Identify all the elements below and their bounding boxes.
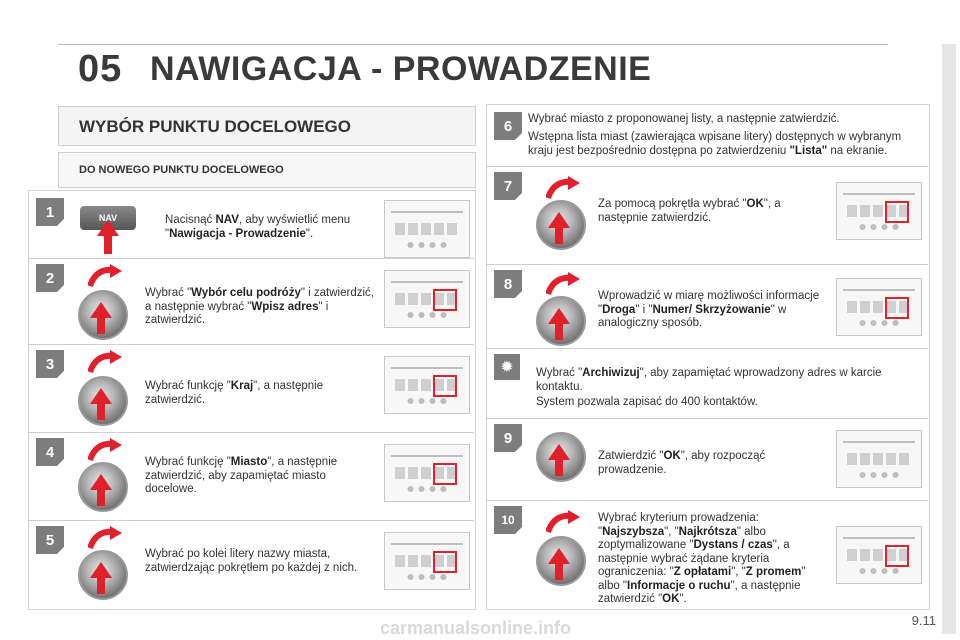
row-divider bbox=[28, 258, 474, 259]
row-divider bbox=[486, 418, 928, 419]
press-arrow-stem bbox=[555, 560, 563, 580]
radio-panel-image bbox=[836, 526, 922, 584]
page-title: NAWIGACJA - PROWADZENIE bbox=[150, 50, 652, 88]
header-rule bbox=[58, 44, 888, 45]
lightbulb-icon: ✹ bbox=[494, 354, 520, 380]
row-divider bbox=[486, 166, 928, 167]
rotate-arrow-icon bbox=[546, 176, 580, 200]
rotate-arrow-icon bbox=[546, 272, 580, 296]
radio-panel-image bbox=[836, 430, 922, 488]
press-arrow-icon bbox=[90, 474, 112, 490]
section-title: WYBÓR PUNKTU DOCELOWEGO bbox=[79, 117, 351, 136]
step-8-text: Wprowadzić w miarę możliwości informacje… bbox=[598, 290, 820, 329]
section-header-box: WYBÓR PUNKTU DOCELOWEGO bbox=[58, 106, 476, 146]
press-arrow-stem bbox=[555, 320, 563, 340]
step-6-note: Wstępna lista miast (zawierająca wpisane… bbox=[528, 131, 902, 157]
radio-panel-image bbox=[384, 444, 470, 502]
subsection-title: DO NOWEGO PUNKTU DOCELOWEGO bbox=[79, 164, 284, 176]
press-arrow-icon bbox=[90, 388, 112, 404]
press-arrow-stem bbox=[97, 486, 105, 506]
press-arrow-stem bbox=[97, 400, 105, 420]
step-number-2: 2 bbox=[36, 264, 64, 292]
press-arrow-stem bbox=[97, 314, 105, 334]
radio-panel-image bbox=[836, 278, 922, 336]
press-arrow-stem bbox=[104, 232, 112, 254]
row-divider bbox=[28, 520, 474, 521]
page-number: 9.11 bbox=[911, 613, 936, 628]
press-arrow-stem bbox=[555, 456, 563, 476]
step-10-text: Wybrać kryterium prowadzenia: "Najszybsz… bbox=[598, 512, 806, 605]
row-divider bbox=[486, 348, 928, 349]
rotate-arrow-icon bbox=[546, 510, 580, 534]
step-3-text: Wybrać funkcję "Kraj", a następnie zatwi… bbox=[145, 380, 324, 406]
press-arrow-icon bbox=[548, 308, 570, 324]
step-number-5: 5 bbox=[36, 526, 64, 554]
rotate-arrow-icon bbox=[88, 264, 122, 288]
row-divider bbox=[28, 432, 474, 433]
step-number-4: 4 bbox=[36, 438, 64, 466]
press-arrow-icon bbox=[548, 548, 570, 564]
press-arrow-icon bbox=[548, 444, 570, 460]
step-4-text: Wybrać funkcję "Miasto", a następnie zat… bbox=[145, 456, 338, 495]
step-number-10: 10 bbox=[494, 506, 522, 534]
step-number-6: 6 bbox=[494, 112, 522, 140]
radio-panel-image bbox=[836, 182, 922, 240]
press-arrow-stem bbox=[97, 574, 105, 594]
press-arrow-icon bbox=[90, 302, 112, 318]
step-number-9: 9 bbox=[494, 424, 522, 452]
step-number-1: 1 bbox=[36, 198, 64, 226]
press-arrow-stem bbox=[555, 224, 563, 244]
rotate-arrow-icon bbox=[88, 526, 122, 550]
press-arrow-icon bbox=[97, 220, 119, 236]
side-tab-bar bbox=[942, 44, 956, 634]
row-divider bbox=[28, 344, 474, 345]
step-9-text: Zatwierdzić "OK", aby rozpocząć prowadze… bbox=[598, 450, 766, 476]
tip-text: Wybrać "Archiwizuj", aby zapamiętać wpro… bbox=[536, 367, 882, 393]
step-1-text: Nacisnąć NAV, aby wyświetlić menu "Nawig… bbox=[165, 214, 351, 240]
radio-panel-image bbox=[384, 356, 470, 414]
row-divider bbox=[486, 264, 928, 265]
radio-panel-image bbox=[384, 270, 470, 328]
watermark-text: carmanualsonline.info bbox=[380, 618, 572, 638]
press-arrow-icon bbox=[548, 212, 570, 228]
step-number-7: 7 bbox=[494, 172, 522, 200]
step-number-3: 3 bbox=[36, 350, 64, 378]
tip-note: System pozwala zapisać do 400 kontaktów. bbox=[536, 396, 758, 408]
step-5-text: Wybrać po kolei litery nazwy miasta, zat… bbox=[145, 548, 358, 574]
step-6-text: Wybrać miasto z proponowanej listy, a na… bbox=[528, 113, 840, 125]
chapter-number: 05 bbox=[78, 48, 123, 90]
row-divider bbox=[486, 500, 928, 501]
step-number-8: 8 bbox=[494, 270, 522, 298]
rotate-arrow-icon bbox=[88, 350, 122, 374]
subsection-header-box: DO NOWEGO PUNKTU DOCELOWEGO bbox=[58, 152, 476, 188]
radio-panel-image bbox=[384, 200, 470, 258]
radio-panel-image bbox=[384, 532, 470, 590]
press-arrow-icon bbox=[90, 562, 112, 578]
step-7-text: Za pomocą pokrętła wybrać "OK", a następ… bbox=[598, 198, 781, 224]
rotate-arrow-icon bbox=[88, 438, 122, 462]
step-2-text: Wybrać "Wybór celu podróży" i zatwierdzi… bbox=[145, 287, 374, 326]
